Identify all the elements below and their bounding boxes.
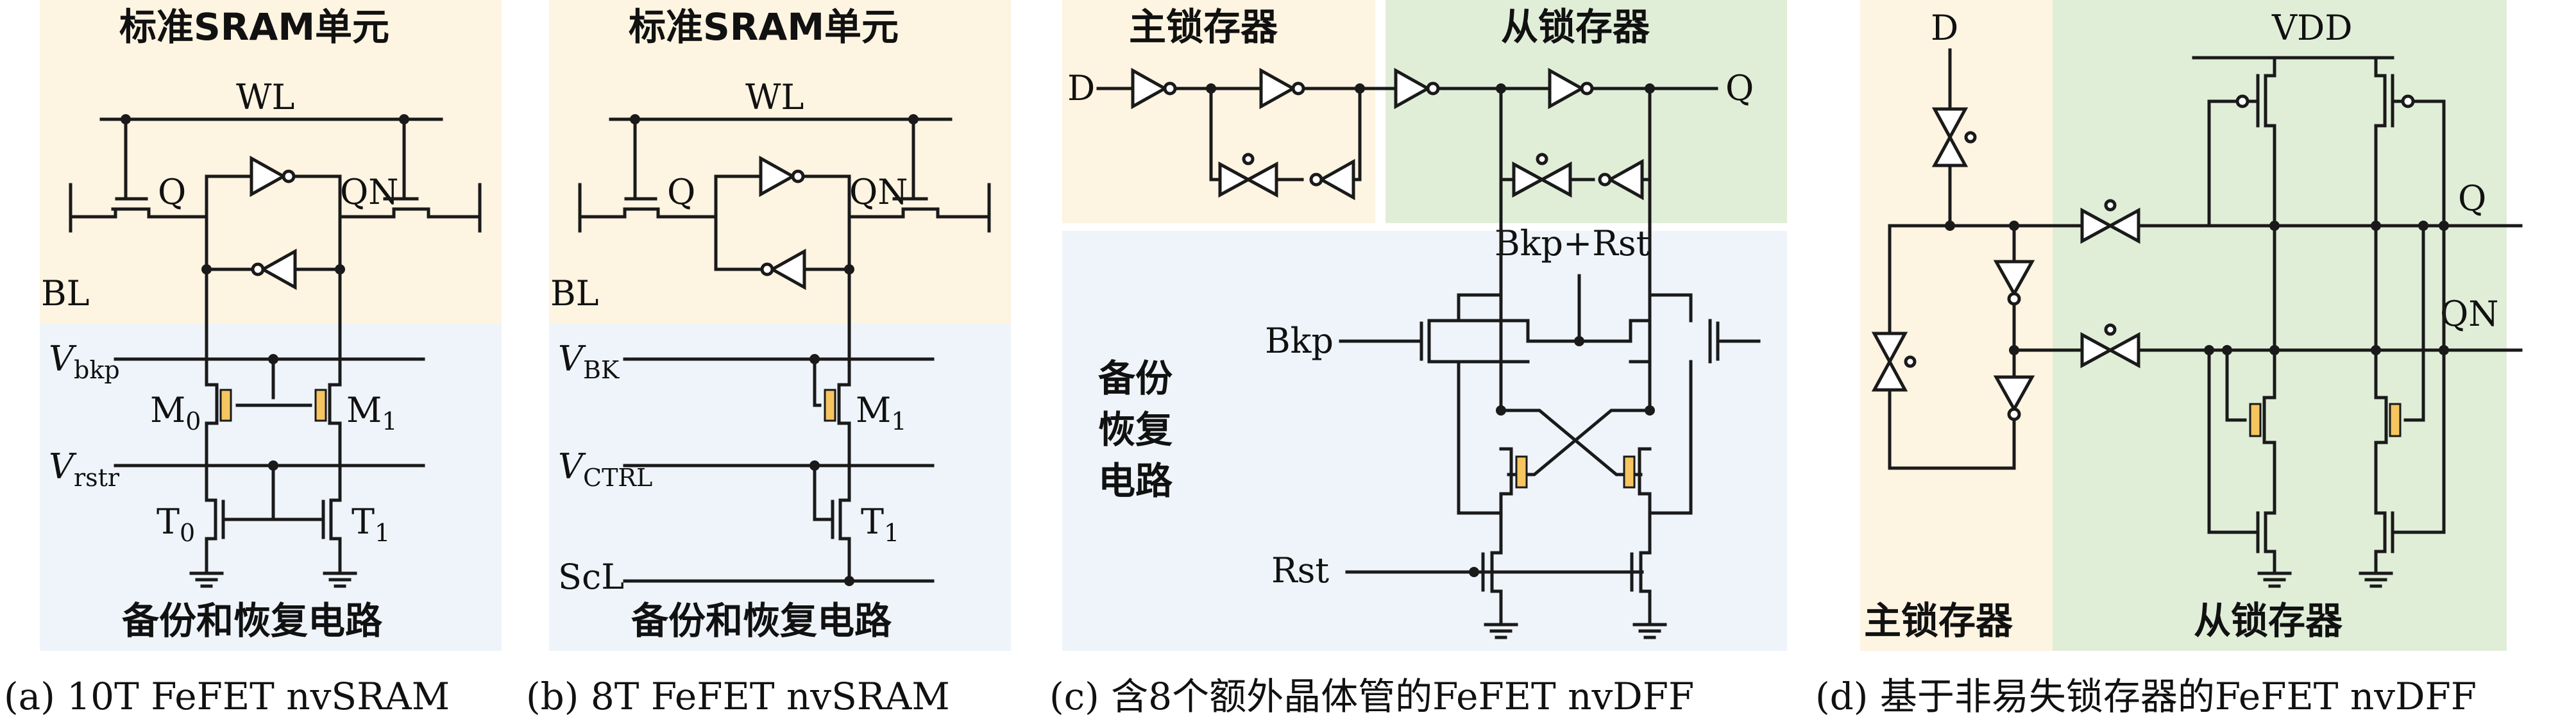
qn-label-d: QN [2440, 294, 2499, 334]
wl-label-b: WL [745, 77, 804, 117]
bl-label-b: BL [550, 273, 599, 314]
panel-c: 主锁存器 从锁存器 D Q Bkp+Rst Bkp [1049, 0, 1787, 718]
access-right-a [338, 183, 482, 233]
q-label-c: Q [1725, 68, 1754, 108]
vbkp-label: Vbkp [49, 339, 120, 384]
region-label-c-3: 电路 [1098, 459, 1173, 503]
region-label-c-1: 备份 [1098, 357, 1173, 400]
region-label-b: 备份和恢复电路 [631, 599, 892, 643]
fefet-right-c [1623, 455, 1636, 489]
m1-label-b: M1 [856, 390, 906, 435]
scl-label: ScL [558, 557, 624, 597]
q-label-b: Q [667, 172, 695, 212]
vdd-label: VDD [2271, 8, 2353, 48]
master-label-d: 主锁存器 [1864, 599, 2013, 643]
panel-b: 标准SRAM单元 WL Q QN BL VBK M1 VCTRL [526, 0, 1011, 718]
access-gate-left-a [111, 117, 148, 211]
master-label-c: 主锁存器 [1129, 5, 1278, 49]
bl-label-a: BL [41, 273, 90, 314]
slave-label-c: 从锁存器 [1501, 5, 1650, 49]
fefet-m1-b [824, 389, 836, 422]
access-gate-right-a [383, 117, 419, 201]
bkprst-label: Bkp+Rst [1495, 223, 1650, 264]
fefet-m1 [314, 389, 327, 422]
caption-d: (d) 基于非易失锁存器的FeFET nvDFF [1815, 675, 2477, 718]
m1-label-a: M1 [346, 390, 397, 435]
region-label-a: 备份和恢复电路 [122, 599, 383, 643]
m0-label: M0 [150, 390, 201, 435]
rst-label: Rst [1271, 550, 1329, 591]
access-left-a [69, 183, 208, 233]
t1-label-b: T1 [861, 501, 899, 547]
vctrl-label: VCTRL [558, 446, 652, 492]
slave-region-d [2053, 0, 2507, 651]
d-label-d: D [1931, 8, 1958, 48]
wl-label-a: WL [236, 77, 294, 117]
d-label-c: D [1067, 68, 1095, 108]
panel-b-title: 标准SRAM单元 [629, 5, 899, 49]
t0-label: T0 [157, 501, 195, 547]
backup-region-c [1062, 231, 1787, 651]
bkp-label: Bkp [1265, 321, 1334, 361]
slave-region-c [1385, 0, 1787, 223]
region-label-c-2: 恢复 [1098, 408, 1173, 451]
qn-label-b: QN [849, 172, 908, 212]
fefet-left-d [2249, 403, 2262, 437]
panel-a: 标准SRAM单元 WL Q QN BL Vbkp [4, 0, 502, 718]
q-label-d: Q [2458, 178, 2486, 219]
q-label-a: Q [158, 172, 186, 212]
slave-label-d: 从锁存器 [2194, 599, 2343, 643]
fefet-m0 [219, 389, 232, 422]
caption-a: (a) 10T FeFET nvSRAM [4, 675, 450, 718]
caption-b: (b) 8T FeFET nvSRAM [526, 675, 950, 718]
vbk-label: VBK [558, 339, 620, 384]
backup-region-a [40, 324, 502, 651]
caption-c: (c) 含8个额外晶体管的FeFET nvDFF [1049, 675, 1694, 718]
fefet-left-c [1515, 455, 1528, 489]
panel-a-title: 标准SRAM单元 [119, 5, 389, 49]
panel-d: D VDD Q QN [1815, 0, 2523, 718]
qn-label-a: QN [340, 172, 399, 212]
vrstr-label: Vrstr [49, 446, 120, 492]
t1-label-a: T1 [352, 501, 390, 547]
fefet-right-d [2389, 403, 2402, 437]
backup-region-b [549, 324, 1011, 651]
